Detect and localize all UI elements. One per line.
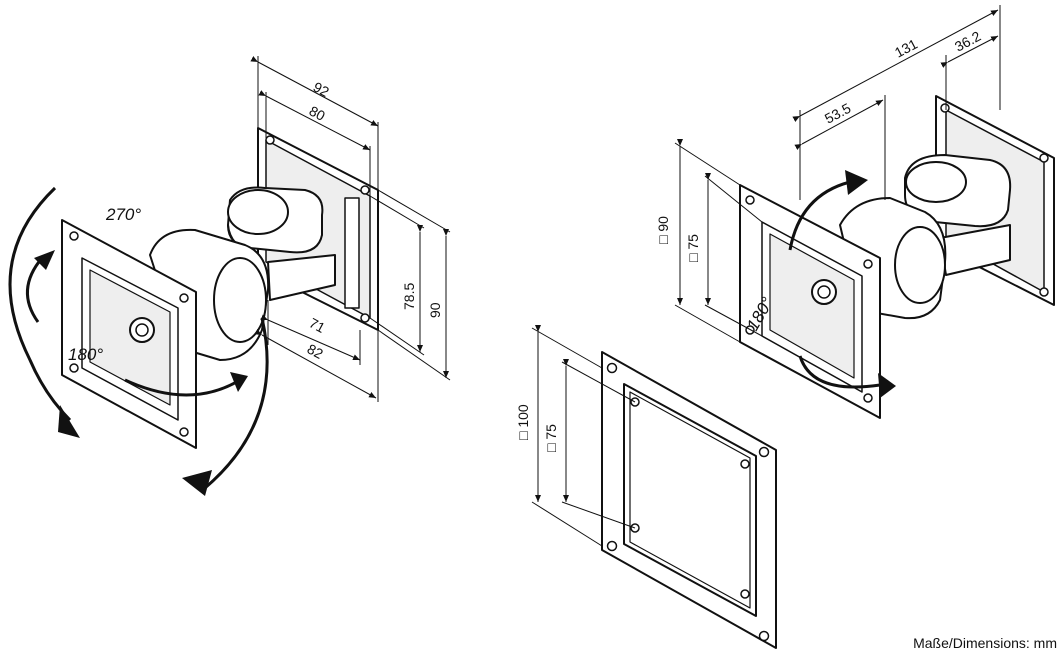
tilt-arrow-180 <box>124 378 241 397</box>
dim-92: 92 <box>311 79 332 101</box>
dim-line-131 <box>792 9 999 122</box>
dim-sq90: □ 90 <box>655 216 671 244</box>
left-angle-180: 180° <box>68 345 103 364</box>
dim-53-5: 53.5 <box>822 100 854 127</box>
left-angle-270: 270° <box>105 205 141 224</box>
dim-80: 80 <box>307 103 328 125</box>
left-middle-arm <box>149 228 270 361</box>
left-rotation-arrows <box>8 186 269 496</box>
right-tilt-arrow-upper <box>788 180 851 251</box>
dim-line-53-5 <box>794 99 884 150</box>
right-mount-assembly <box>739 95 1055 419</box>
arrow-head-down <box>58 405 80 438</box>
dim-131: 131 <box>892 35 920 60</box>
dim-sq75: □ 75 <box>685 234 701 262</box>
left-mount-assembly <box>61 127 379 449</box>
left-wall-joint <box>227 186 336 301</box>
adapter-plate <box>601 351 777 649</box>
right-monitor-plate <box>739 184 881 419</box>
dim-sq75-plate: □ 75 <box>543 424 559 452</box>
dim-line-82 <box>254 328 377 399</box>
left-dimensions <box>250 56 451 402</box>
dim-82: 82 <box>305 341 326 363</box>
inner-arrow-left <box>25 257 44 323</box>
swivel-arrow-270 <box>8 186 72 422</box>
adapter-dimensions <box>531 325 636 547</box>
dim-line-36-2 <box>940 35 999 68</box>
right-rotation-arrows <box>788 170 896 398</box>
right-wall-joint <box>904 154 1012 276</box>
left-monitor-plate <box>61 219 197 449</box>
right-tilt-arrow-lower <box>798 355 881 389</box>
dim-line-80 <box>258 90 371 151</box>
dim-71: 71 <box>307 315 328 337</box>
right-dimensions <box>674 5 1001 343</box>
dimensions-caption: Maße/Dimensions: mm <box>913 635 1057 651</box>
dim-90: 90 <box>427 302 443 318</box>
dim-78-5: 78.5 <box>401 283 417 310</box>
dim-sq100: □ 100 <box>515 404 531 440</box>
